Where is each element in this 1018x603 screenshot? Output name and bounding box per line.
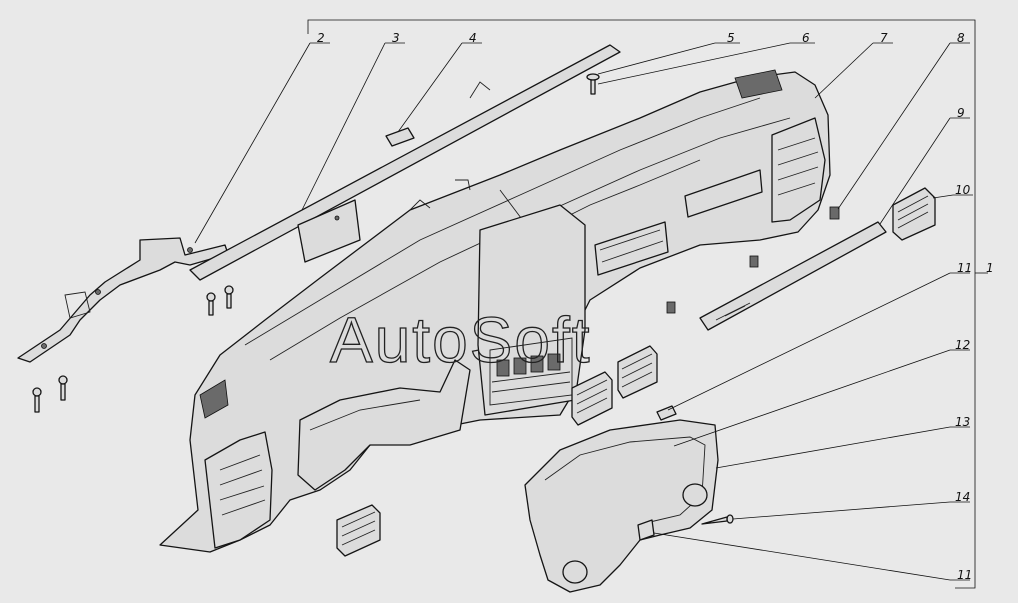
callout-11-upper: 11 bbox=[957, 261, 972, 275]
part-8-plug bbox=[829, 206, 840, 220]
part-14-screw bbox=[701, 514, 734, 525]
part-11-clip bbox=[656, 405, 677, 421]
callout-13: 13 bbox=[955, 415, 970, 429]
leader-lines bbox=[194, 42, 973, 581]
part-bolts-left bbox=[32, 285, 234, 413]
watermark-text: AutoSoft bbox=[330, 304, 592, 376]
part-3-crossbar bbox=[189, 44, 621, 281]
callout-6: 6 bbox=[802, 31, 810, 45]
part-8-plug-2 bbox=[749, 255, 759, 268]
callout-2: 2 bbox=[317, 31, 325, 45]
dashboard-panel bbox=[159, 69, 831, 553]
callout-8: 8 bbox=[957, 31, 965, 45]
part-2-bracket bbox=[17, 237, 229, 363]
assembly-bracket bbox=[307, 19, 976, 589]
callout-9: 9 bbox=[957, 106, 965, 120]
callout-3: 3 bbox=[392, 31, 400, 45]
callout-14: 14 bbox=[955, 490, 970, 504]
callout-7: 7 bbox=[880, 31, 888, 45]
part-5-6-screw bbox=[586, 73, 600, 95]
lower-left-vent bbox=[336, 504, 381, 557]
part-8-plug-3 bbox=[666, 301, 676, 314]
part-10-vent bbox=[892, 187, 936, 241]
part-9-trim-strip bbox=[699, 221, 887, 331]
callout-11-lower: 11 bbox=[957, 568, 972, 582]
part-13-lower-cover bbox=[524, 419, 719, 593]
callout-1: 1 bbox=[986, 261, 994, 275]
center-vents bbox=[571, 345, 658, 426]
callout-10: 10 bbox=[955, 183, 971, 197]
callout-12: 12 bbox=[955, 338, 970, 352]
part-4-clip bbox=[385, 127, 415, 147]
callout-4: 4 bbox=[469, 31, 477, 45]
callout-5: 5 bbox=[727, 31, 735, 45]
